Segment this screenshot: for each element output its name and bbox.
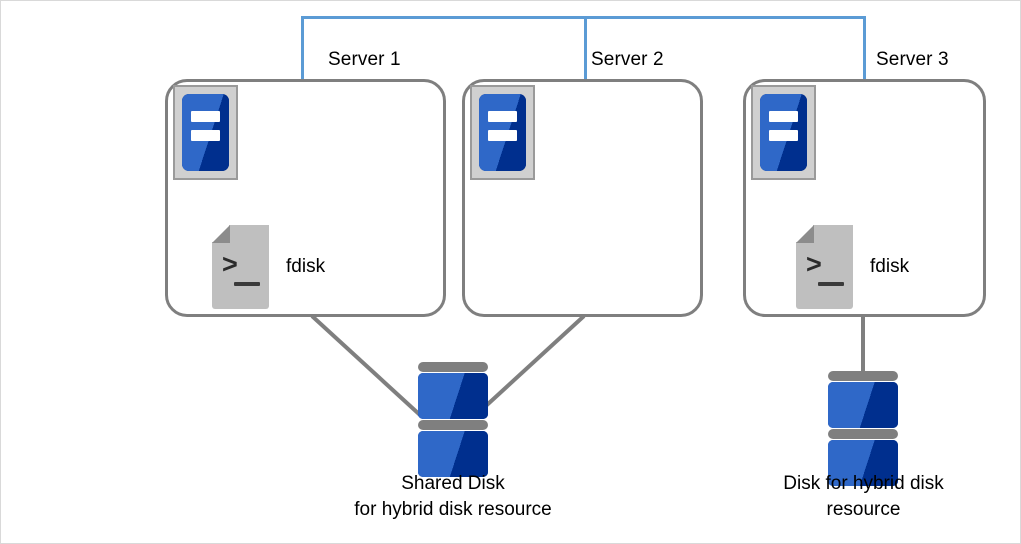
interconnect-drop-server-2	[584, 16, 587, 80]
server-machine-bar-bottom-3	[769, 130, 798, 141]
fdisk-label-3: fdisk	[870, 256, 910, 277]
disk-stack-icon-hybrid[interactable]	[828, 371, 898, 486]
disk-ring-top-shared	[418, 362, 488, 372]
document-fold-corner-3	[796, 225, 814, 243]
disk-stack-icon-shared[interactable]	[418, 362, 488, 477]
fdisk-group-server-1[interactable]: > fdisk	[212, 225, 325, 309]
server-machine-bar-top-3	[769, 111, 798, 122]
disk-platter-bottom-shared	[418, 431, 488, 477]
connector-server-2-to-shared-disk	[473, 314, 586, 418]
disk-caption-shared-line-1: Shared Disk	[401, 473, 505, 494]
interconnect-drop-server-3	[863, 16, 866, 80]
server-machine-bar-bottom-1	[191, 130, 220, 141]
disk-platter-bottom-hybrid	[828, 440, 898, 486]
server-machine-body-3	[760, 94, 807, 171]
server-machine-body-2	[479, 94, 526, 171]
disk-ring-top-hybrid	[828, 371, 898, 381]
disk-caption-shared: Shared Disk for hybrid disk resource	[323, 471, 583, 523]
server-label-3: Server 3	[876, 49, 949, 70]
connector-server-3-to-hybrid-disk	[861, 314, 865, 374]
disk-platter-top-hybrid	[828, 382, 898, 428]
connector-server-1-to-shared-disk	[310, 314, 423, 418]
disk-caption-shared-line-2: for hybrid disk resource	[354, 499, 552, 520]
terminal-document-icon-1: >	[212, 225, 269, 309]
fdisk-label-1: fdisk	[286, 256, 326, 277]
server-machine-icon-3	[751, 85, 816, 180]
cursor-underscore-icon-3	[818, 282, 844, 286]
server-label-1: Server 1	[328, 49, 401, 70]
interconnect-horizontal-line	[301, 16, 866, 19]
fdisk-group-server-3[interactable]: > fdisk	[796, 225, 909, 309]
terminal-document-icon-3: >	[796, 225, 853, 309]
server-machine-icon-1	[173, 85, 238, 180]
server-label-2: Server 2	[591, 49, 664, 70]
document-fold-corner-1	[212, 225, 230, 243]
disk-caption-hybrid-line-1: Disk for hybrid disk	[783, 473, 944, 494]
prompt-glyph-icon-1: >	[222, 249, 238, 279]
disk-ring-mid-shared	[418, 420, 488, 430]
prompt-glyph-icon-3: >	[806, 249, 822, 279]
interconnect-drop-server-1	[301, 16, 304, 80]
server-machine-icon-2	[470, 85, 535, 180]
cursor-underscore-icon-1	[234, 282, 260, 286]
disk-caption-hybrid: Disk for hybrid disk resource	[746, 471, 981, 523]
disk-platter-top-shared	[418, 373, 488, 419]
disk-ring-mid-hybrid	[828, 429, 898, 439]
server-machine-bar-top-1	[191, 111, 220, 122]
server-machine-bar-top-2	[488, 111, 517, 122]
server-machine-bar-bottom-2	[488, 130, 517, 141]
disk-caption-hybrid-line-2: resource	[826, 499, 901, 520]
server-machine-body-1	[182, 94, 229, 171]
